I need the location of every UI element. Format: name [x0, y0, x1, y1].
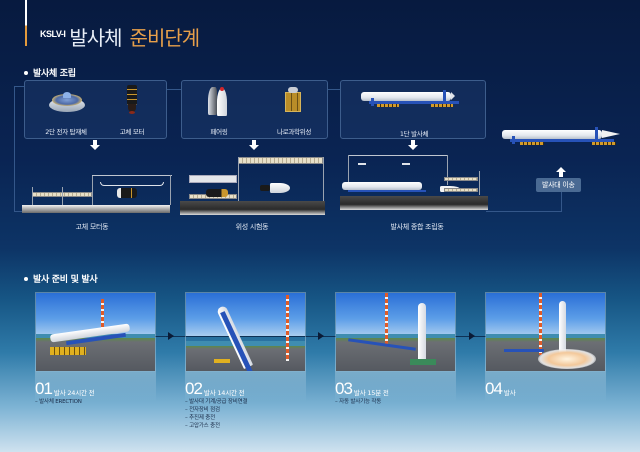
- step-note: – 발사대 기계/공급 장비연결: [185, 399, 248, 405]
- frame-line: [14, 211, 22, 212]
- assembly-complex-building: [340, 155, 488, 217]
- step-03-caption: 03 발사 15분 전 – 자동 발사기능 작동: [335, 380, 389, 406]
- assembly-panel-3: 1단 발사체: [340, 80, 486, 139]
- frame-line: [14, 86, 24, 87]
- step-number: 04: [485, 379, 503, 398]
- step-note: – 전자장비 점검: [185, 407, 220, 413]
- fairing-icon: [208, 85, 230, 119]
- launch-pad-transfer-badge: 발사대 이송: [536, 178, 581, 192]
- step-arrow-icon: [318, 332, 324, 340]
- bullet-icon: [24, 70, 28, 75]
- step-arrow-icon: [469, 332, 475, 340]
- building-label: 발사체 종합 조립동: [390, 223, 444, 231]
- satellite-icon: [284, 87, 302, 113]
- step-time: 발사 24시간 전: [53, 389, 95, 397]
- building-label: 고체 모터동: [75, 223, 109, 231]
- step-03-photo: [335, 292, 456, 372]
- step-01-caption: 01 발사 24시간 전 – 발사체 ERECTION: [35, 379, 95, 406]
- item-label: 고체 모터: [119, 128, 145, 136]
- title-accent: 준비단계: [129, 26, 201, 50]
- step-02-photo: [185, 292, 306, 372]
- page-title: KSLV-I 발사체 준비단계: [40, 22, 201, 51]
- step-number: 02: [185, 379, 203, 398]
- step-02-caption: 02 발사 14시간 전 – 발사대 기계/공급 장비연결 – 전자장비 점검 …: [185, 379, 248, 430]
- down-arrow-icon: [249, 140, 259, 150]
- up-arrow-icon: [556, 167, 566, 177]
- step-01-photo: [35, 292, 156, 372]
- step-note: – 발사체 ERECTION: [35, 399, 82, 405]
- step-04-caption: 04 발사: [485, 379, 516, 398]
- step-time: 발사 14시간 전: [203, 389, 245, 397]
- frame-line: [486, 211, 562, 212]
- assembly-panel-2: 페어링 나로과학위성: [181, 80, 328, 139]
- frame-line: [328, 89, 340, 90]
- down-arrow-icon: [408, 140, 418, 150]
- photo-reflection: [35, 372, 156, 402]
- transfer-rocket-illustration: [500, 127, 626, 155]
- assembly-panel-1: 2단 전자 탑재체 고체 모터: [24, 80, 167, 139]
- step-number: 03: [335, 379, 353, 398]
- photo-reflection: [185, 372, 306, 402]
- launch-section-label: 발사 준비 및 발사: [24, 272, 98, 285]
- bullet-icon: [24, 276, 28, 281]
- step-time: 발사 15분 전: [353, 389, 389, 397]
- step-note: – 자동 발사기능 작동: [335, 399, 382, 405]
- satellite-test-building: [180, 155, 325, 217]
- down-arrow-icon: [90, 140, 100, 150]
- step-arrow-icon: [168, 332, 174, 340]
- item-label: 1단 발사체: [399, 130, 429, 138]
- step-time: 발사: [503, 389, 516, 397]
- photo-reflection: [485, 372, 606, 402]
- building-label: 위성 시험동: [235, 223, 269, 231]
- title-kslv: KSLV-I: [40, 29, 66, 39]
- item-label: 페어링: [210, 128, 228, 136]
- item-label: 나로과학위성: [276, 128, 312, 136]
- step-note: – 추진제 충전: [185, 415, 215, 421]
- frame-line: [167, 89, 181, 90]
- item-label: 2단 전자 탑재체: [45, 128, 87, 136]
- step-note: – 고압가스 충전: [185, 423, 220, 429]
- photo-reflection: [335, 372, 456, 402]
- title-main: 발사체: [69, 26, 122, 50]
- title-accent-bar: [25, 0, 27, 46]
- frame-line: [14, 86, 15, 212]
- step-04-photo: [485, 292, 606, 372]
- first-stage-rocket-icon: [359, 90, 471, 118]
- step-number: 01: [35, 379, 53, 398]
- solid-motor-icon: [126, 85, 138, 115]
- upper-stage-icon: [49, 90, 85, 114]
- solid-motor-building: [22, 175, 172, 217]
- assembly-section-label: 발사체 조립: [24, 66, 76, 79]
- frame-line: [561, 192, 562, 212]
